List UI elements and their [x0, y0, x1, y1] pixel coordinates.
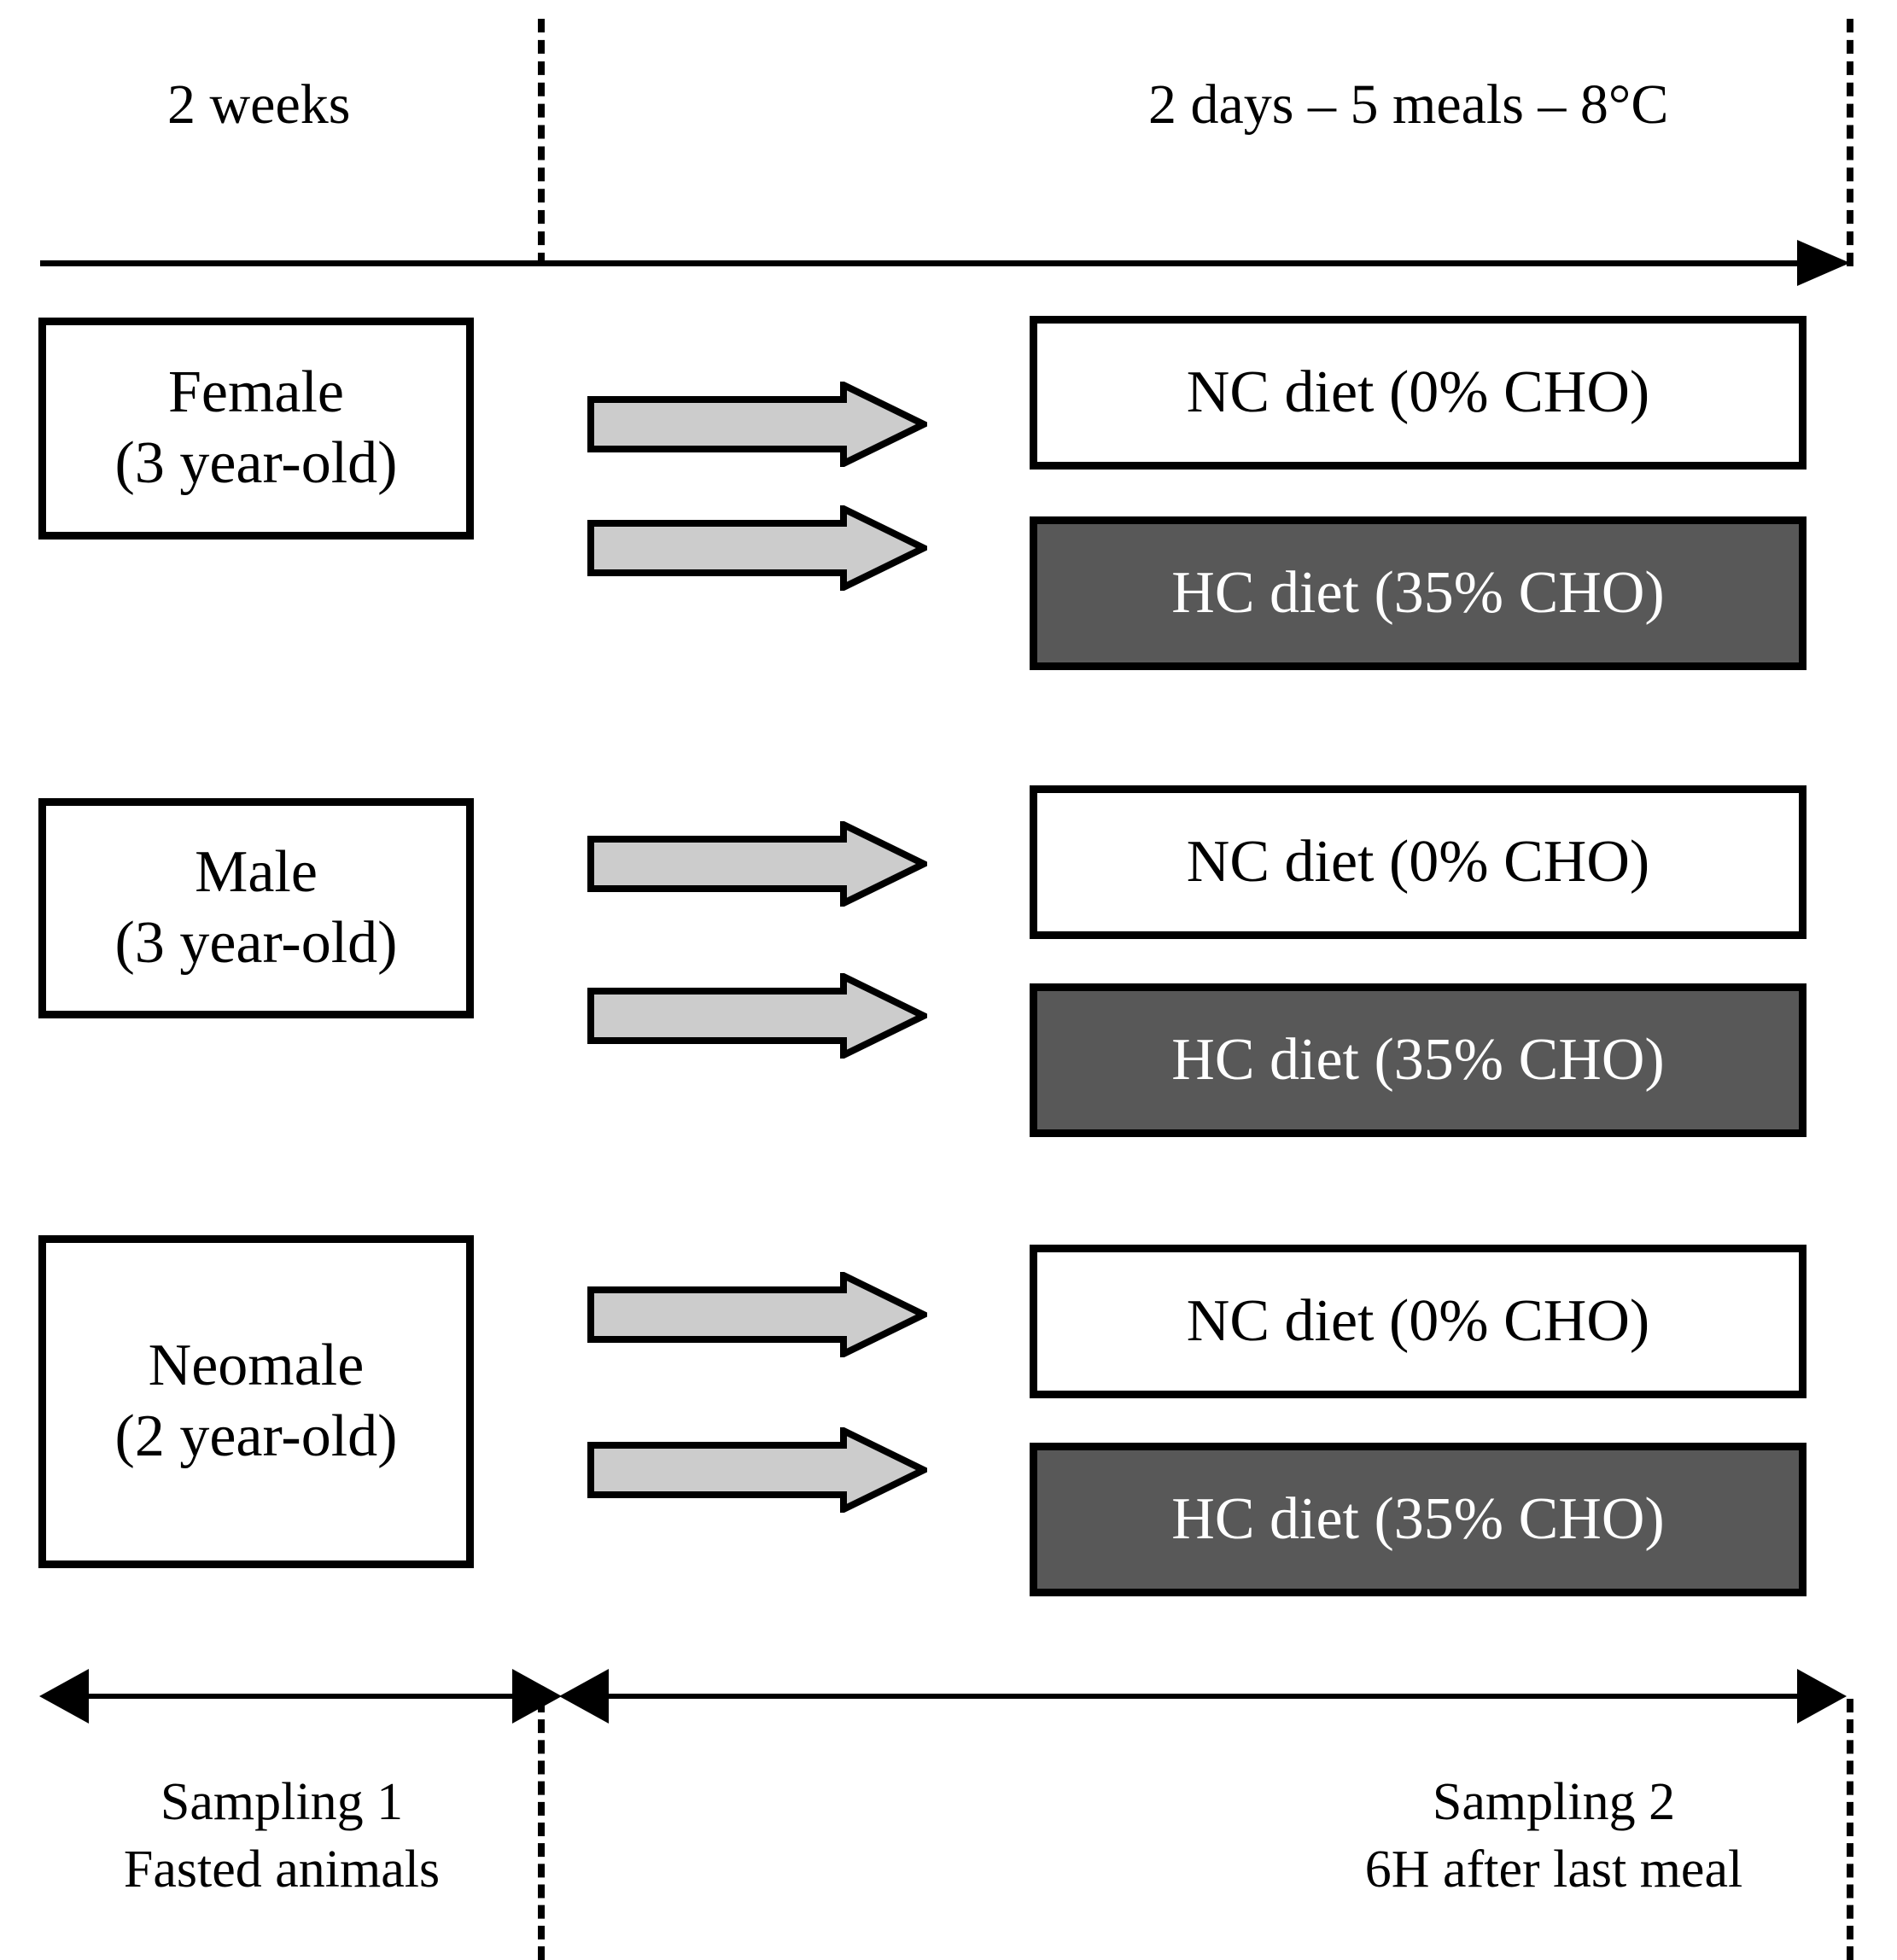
diet-box-nc-male: NC diet (0% CHO) — [1030, 785, 1807, 939]
timeline-arrowhead-icon — [1797, 240, 1850, 286]
timeline-phase2-label: 2 days – 5 meals – 8°C — [1148, 73, 1669, 136]
diet-label: HC diet (35% CHO) — [1171, 560, 1665, 626]
assignment-arrow-icon-female-hc — [587, 505, 927, 591]
diet-box-hc-female: HC diet (35% CHO) — [1030, 516, 1807, 670]
sampling1-title: Sampling 1 — [160, 1773, 404, 1831]
assignment-arrow-icon-neomale-nc — [587, 1272, 927, 1357]
sampling1-right-arrowhead-icon — [512, 1669, 562, 1724]
sampling-divider-dashed-line-left — [538, 1699, 545, 1960]
sampling1-axis — [85, 1694, 512, 1699]
animal-group-age: (3 year-old) — [114, 430, 398, 496]
animal-group-age: (2 year-old) — [114, 1403, 398, 1469]
timeline-axis — [40, 260, 1806, 266]
sampling2-right-arrowhead-icon — [1797, 1669, 1847, 1724]
phase-divider-dashed-line-right — [1847, 19, 1853, 266]
diet-label: NC diet (0% CHO) — [1186, 1288, 1650, 1354]
assignment-arrow-icon-neomale-hc — [587, 1427, 927, 1513]
sampling2-axis — [608, 1694, 1799, 1699]
diet-label: HC diet (35% CHO) — [1171, 1486, 1665, 1552]
diet-box-hc-male: HC diet (35% CHO) — [1030, 983, 1807, 1137]
sampling1-detail: Fasted animals — [123, 1840, 441, 1899]
assignment-arrow-icon-male-nc — [587, 821, 927, 907]
sampling2-detail: 6H after last meal — [1364, 1840, 1743, 1899]
diet-box-hc-neomale: HC diet (35% CHO) — [1030, 1443, 1807, 1596]
assignment-arrow-icon-male-hc — [587, 973, 927, 1059]
animal-group-age: (3 year-old) — [114, 910, 398, 976]
sampling2-left-arrowhead-icon — [559, 1669, 609, 1724]
diet-label: HC diet (35% CHO) — [1171, 1027, 1665, 1093]
animal-group-box-female: Female (3 year-old) — [38, 318, 474, 540]
phase-divider-dashed-line-left — [538, 19, 545, 266]
sampling2-title: Sampling 2 — [1432, 1773, 1676, 1831]
assignment-arrow-icon-female-nc — [587, 382, 927, 467]
sampling1-label: Sampling 1 Fasted animals — [51, 1769, 512, 1905]
diet-label: NC diet (0% CHO) — [1186, 829, 1650, 895]
animal-group-name: Male — [195, 839, 318, 906]
animal-group-box-neomale: Neomale (2 year-old) — [38, 1235, 474, 1568]
timeline-phase1-label: 2 weeks — [167, 73, 351, 136]
animal-group-name: Neomale — [148, 1333, 365, 1399]
animal-group-box-male: Male (3 year-old) — [38, 798, 474, 1018]
diet-box-nc-female: NC diet (0% CHO) — [1030, 316, 1807, 470]
sampling1-left-arrowhead-icon — [39, 1669, 89, 1724]
sampling-divider-dashed-line-right — [1847, 1699, 1853, 1960]
sampling2-label: Sampling 2 6H after last meal — [1306, 1769, 1801, 1905]
diet-label: NC diet (0% CHO) — [1186, 359, 1650, 425]
animal-group-name: Female — [167, 359, 345, 426]
diet-box-nc-neomale: NC diet (0% CHO) — [1030, 1245, 1807, 1398]
